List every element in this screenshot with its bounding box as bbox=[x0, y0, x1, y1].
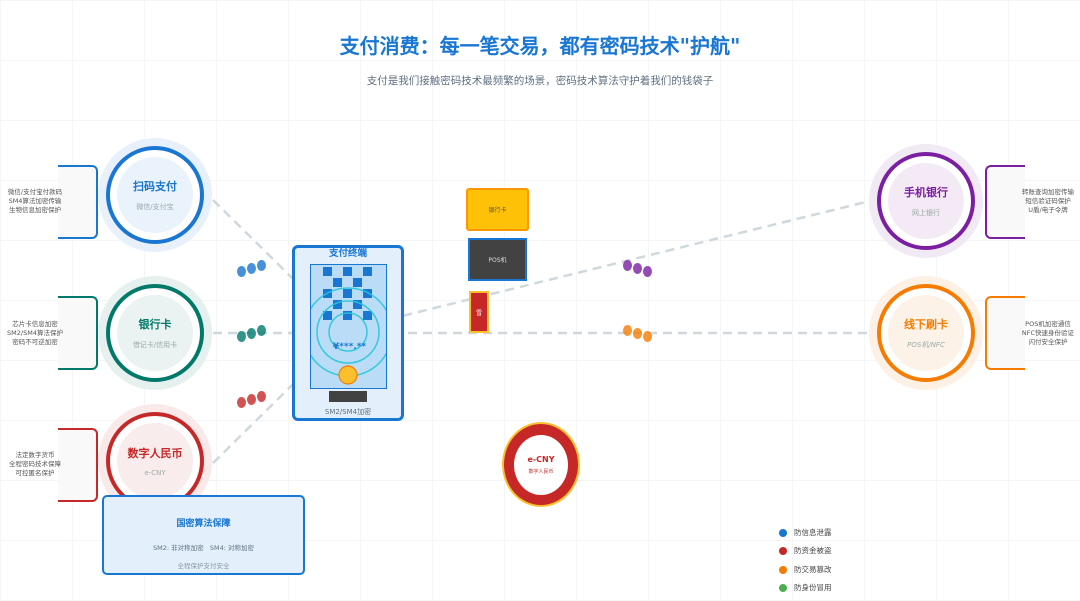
info-box-pos bbox=[985, 296, 1025, 370]
terminal-screen: ¥***.** bbox=[310, 264, 387, 389]
line-mobile bbox=[344, 199, 871, 332]
legend-dot-icon bbox=[779, 546, 787, 555]
info-box-bank bbox=[58, 296, 98, 370]
method-name: 数字人民币 bbox=[127, 447, 183, 460]
terminal-amount: ¥***.** bbox=[332, 342, 367, 352]
method-sub: 微信/支付宝 bbox=[136, 203, 174, 211]
info-box-scan bbox=[58, 165, 98, 239]
data-dot bbox=[257, 391, 266, 402]
legend-item: 防交易篡改 bbox=[779, 564, 832, 575]
data-dot bbox=[257, 260, 266, 271]
data-dot bbox=[257, 325, 266, 336]
data-dot bbox=[237, 266, 246, 277]
method-sub: e-CNY bbox=[144, 469, 166, 477]
page-subtitle: 支付是我们接触密码技术最频繁的场景，密码技术算法守护着我们的钱袋子 bbox=[366, 75, 714, 87]
data-dot bbox=[237, 331, 246, 342]
data-dot bbox=[633, 328, 642, 339]
data-dot bbox=[247, 394, 256, 405]
data-dot bbox=[643, 331, 652, 342]
info-box-mobile bbox=[985, 165, 1025, 239]
data-dot bbox=[623, 260, 632, 271]
payment-terminal[interactable]: 支付终端 ¥***.** SM2/SM4加密 bbox=[292, 245, 404, 421]
method-bank-card[interactable]: 银行卡借记卡/信用卡 bbox=[98, 276, 212, 390]
data-dot bbox=[247, 263, 256, 274]
ecny-coin: e-CNY 数字人民币 bbox=[502, 422, 580, 507]
data-dot bbox=[623, 325, 632, 336]
legend-dot-icon bbox=[779, 565, 787, 574]
terminal-title: 支付终端 bbox=[328, 248, 367, 259]
info-box-ecny bbox=[58, 428, 98, 502]
red-card-icon: 雪 bbox=[469, 291, 489, 333]
guarantee-line2: 全程保护支付安全 bbox=[177, 562, 230, 570]
data-dot bbox=[633, 263, 642, 274]
terminal-label: SM2/SM4加密 bbox=[324, 408, 372, 416]
page-title: 支付消费：每一笔交易，都有密码技术"护航" bbox=[339, 34, 741, 58]
coin-sub: 数字人民币 bbox=[528, 468, 554, 475]
legend-item: 防信息泄露 bbox=[779, 527, 832, 538]
method-pos-card[interactable]: 线下刷卡 POS机/NFC bbox=[869, 276, 983, 390]
qr-code-icon bbox=[311, 267, 386, 385]
legend-item: 防资金被盗 bbox=[779, 545, 832, 556]
data-dot bbox=[237, 397, 246, 408]
data-dot bbox=[643, 266, 652, 277]
method-scan-pay[interactable]: 扫码支付微信/支付宝 bbox=[98, 138, 212, 252]
legend-item: 防身份冒用 bbox=[779, 582, 832, 593]
method-name: 银行卡 bbox=[138, 318, 172, 331]
method-sub: 借记卡/信用卡 bbox=[132, 341, 178, 349]
method-sub: POS机/NFC bbox=[907, 341, 945, 349]
method-sub: 网上银行 bbox=[912, 209, 940, 217]
method-name: 线下刷卡 bbox=[904, 318, 948, 331]
method-name: 手机银行 bbox=[904, 186, 948, 199]
guarantee-title: 国密算法保障 bbox=[176, 519, 231, 529]
guarantee-box: 国密算法保障 SM2: 非对称加密 SM4: 对称加密 全程保护支付安全 bbox=[102, 495, 305, 575]
legend-dot-icon bbox=[779, 583, 787, 592]
bank-card-icon: 银行卡 bbox=[466, 188, 529, 231]
card-slot bbox=[329, 391, 367, 402]
coin-name: e-CNY bbox=[527, 454, 555, 464]
legend-dot-icon bbox=[779, 528, 787, 537]
method-name: 扫码支付 bbox=[133, 180, 177, 193]
data-dot bbox=[247, 328, 256, 339]
pos-machine-icon: POS机 bbox=[468, 238, 527, 281]
ecny-features: 法定数字货币全程密码技术保障可控匿名保护 bbox=[9, 451, 61, 477]
guarantee-line1: SM2: 非对称加密 SM4: 对称加密 bbox=[153, 544, 254, 552]
method-mobile-bank[interactable]: 手机银行网上银行 bbox=[869, 144, 983, 258]
